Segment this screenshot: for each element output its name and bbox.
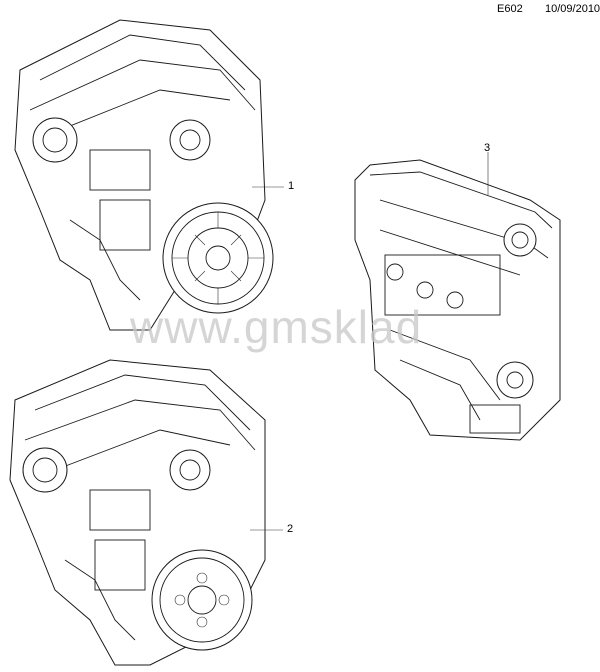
engine-assembly-2 (9, 359, 283, 666)
engine-assembly-1 (14, 19, 284, 331)
callout-2: 2 (287, 523, 294, 535)
callout-3: 3 (484, 142, 491, 154)
diagram-code: E602 (497, 3, 523, 15)
diagram-date: 10/09/2010 (545, 3, 600, 15)
watermark: www.gmsklad (130, 301, 423, 353)
engine-assembly-3 (354, 152, 561, 441)
callout-1: 1 (288, 180, 295, 192)
